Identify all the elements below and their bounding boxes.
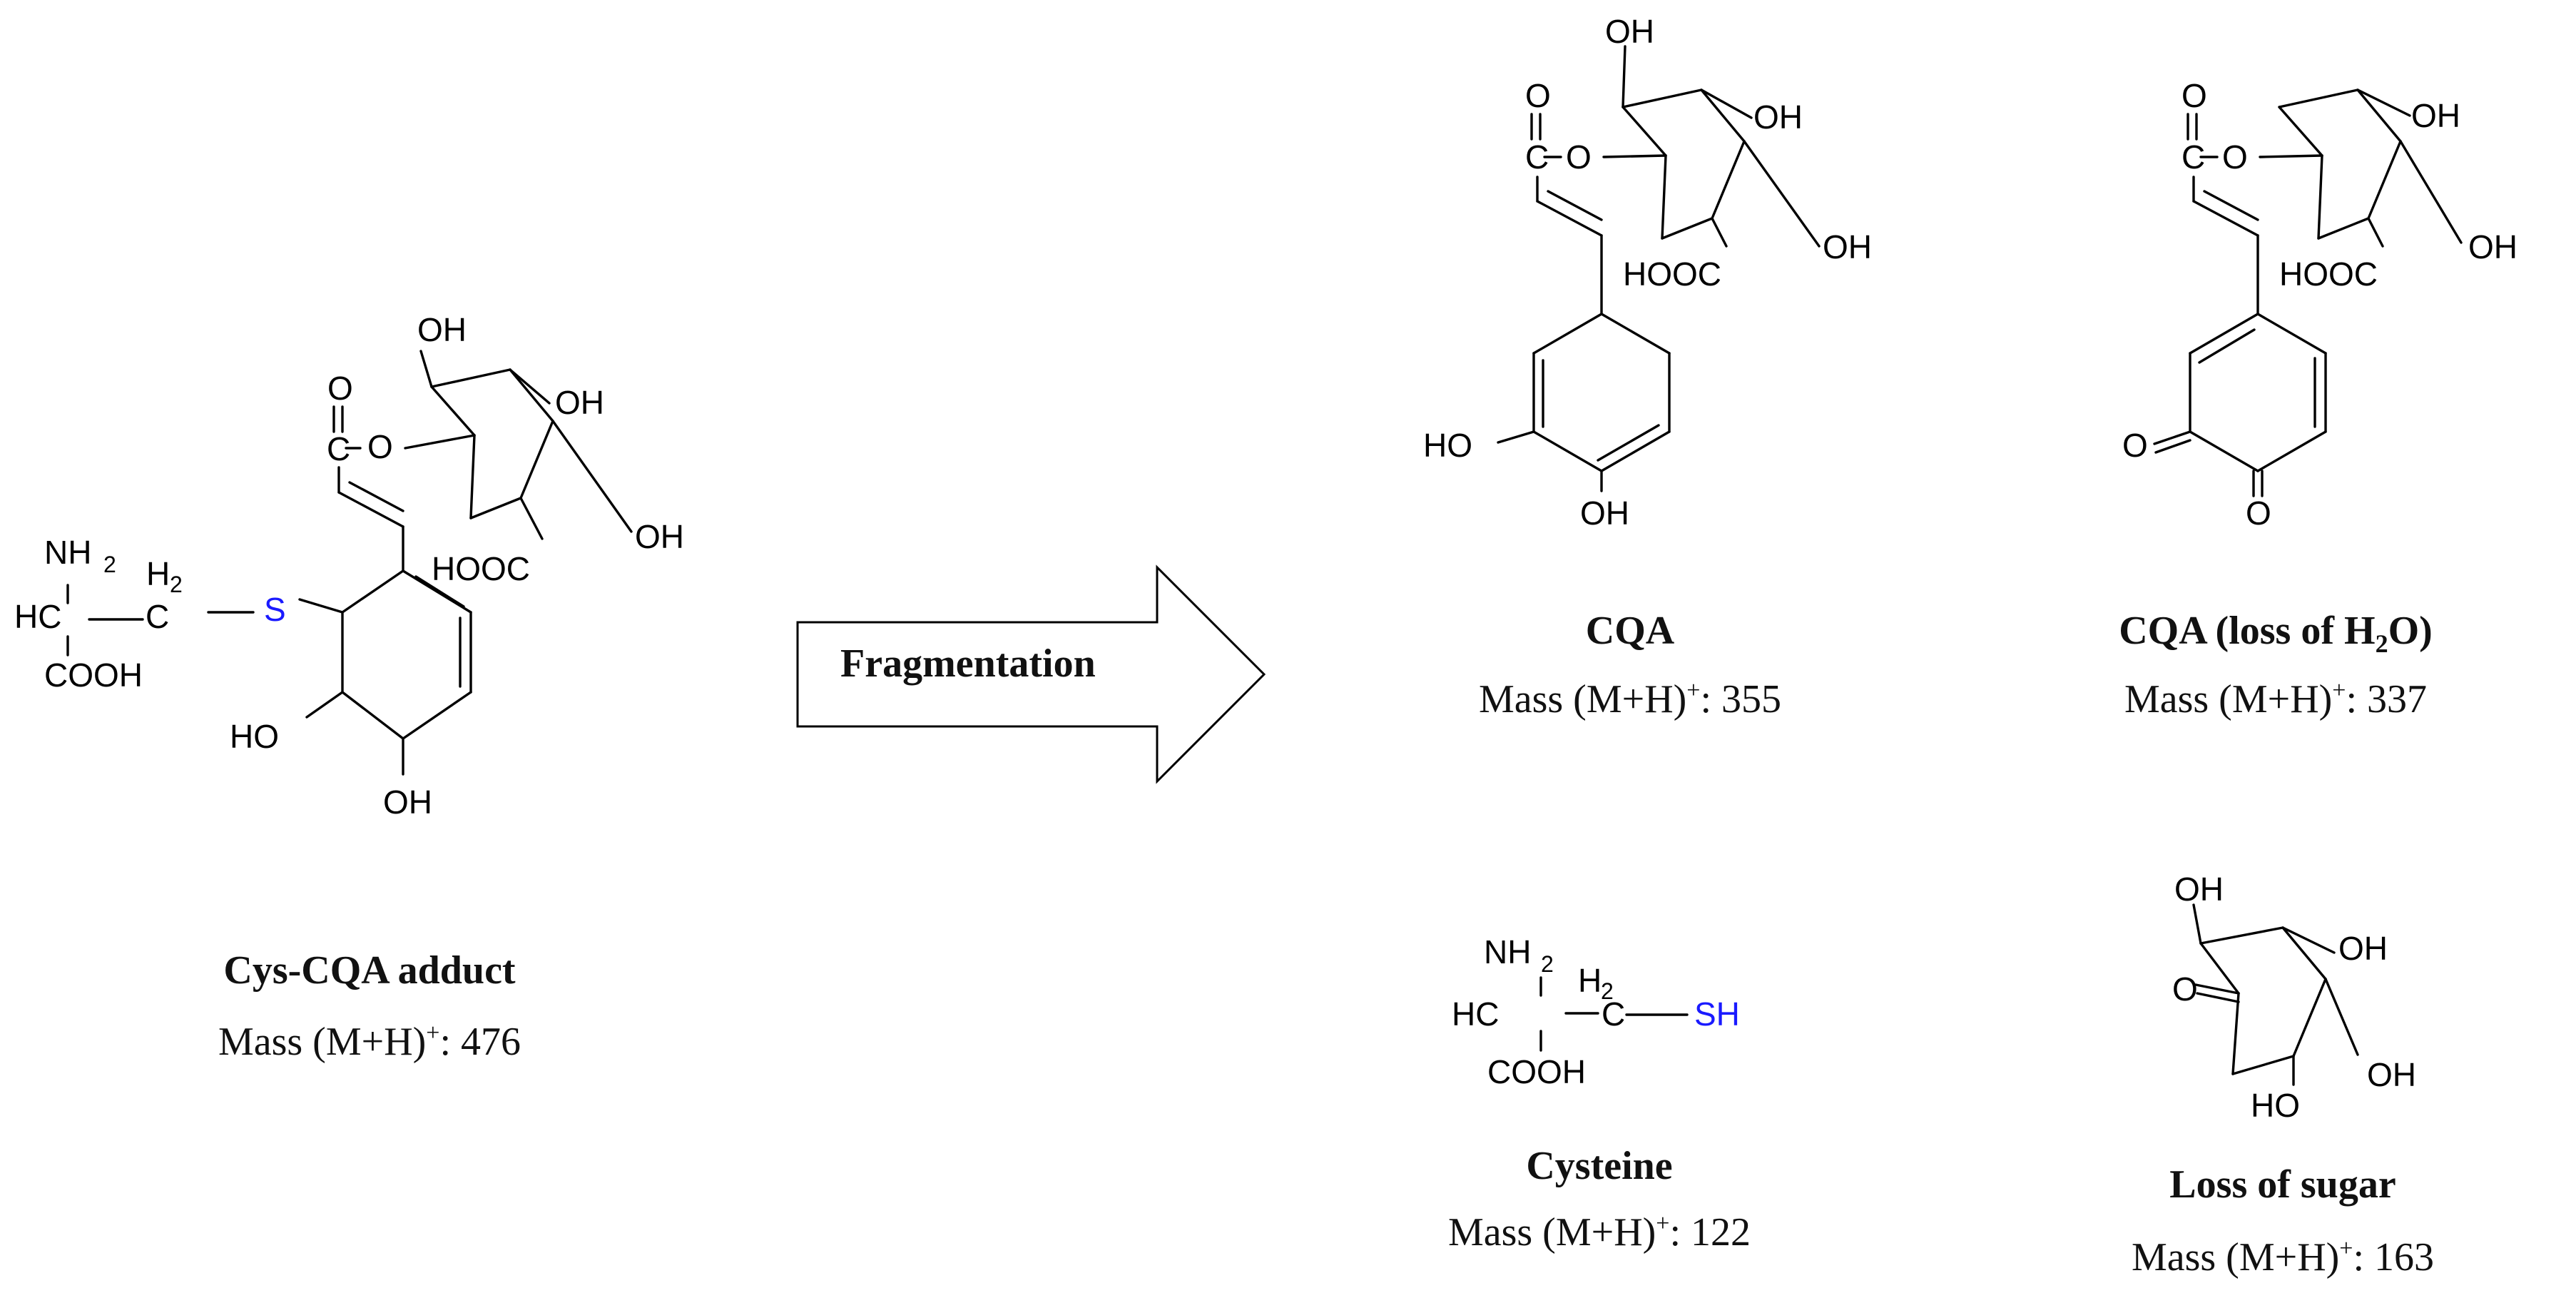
label-oh: OH xyxy=(555,384,604,421)
compound-mass: Mass (M+H)+: 337 xyxy=(2124,677,2427,721)
caption-cysteine: Cysteine Mass (M+H)+: 122 xyxy=(1448,1144,1751,1254)
label-oh: OH xyxy=(1823,228,1872,265)
label-sh: SH xyxy=(1694,995,1740,1033)
caption-cys-cqa-adduct: Cys-CQA adduct Mass (M+H)+: 476 xyxy=(218,948,521,1064)
label-oh: OH xyxy=(2411,97,2460,134)
compound-name: CQA (loss of H2O) xyxy=(2119,609,2433,658)
structure-cqa: OH OH HOOC OH O O C HO OH xyxy=(1423,13,1872,532)
label-oh: OH xyxy=(417,311,467,348)
caption-loss-of-sugar: Loss of sugar Mass (M+H)+: 163 xyxy=(2132,1162,2434,1279)
structure-cysteine: NH 2 H 2 HC C SH COOH xyxy=(1452,933,1740,1090)
fragmentation-arrow: Fragmentation xyxy=(796,564,1266,784)
label-oh: OH xyxy=(2338,930,2388,967)
label-cooh: COOH xyxy=(44,656,143,694)
label-h: H xyxy=(1578,962,1602,999)
label-oh: OH xyxy=(635,518,684,555)
label-oh: OH xyxy=(1605,13,1654,50)
label-hooc: HOOC xyxy=(432,550,530,587)
compound-name: Cysteine xyxy=(1526,1144,1672,1188)
label-ho: HO xyxy=(2251,1087,2300,1124)
label-c: C xyxy=(1525,138,1549,176)
label-oh: OH xyxy=(1580,495,1629,532)
label-c: C xyxy=(2182,138,2205,176)
label-c: C xyxy=(146,598,169,635)
label-cooh: COOH xyxy=(1487,1053,1586,1090)
label-o: O xyxy=(367,428,393,465)
label-ho: HO xyxy=(230,718,279,755)
label-hc: HC xyxy=(14,598,61,635)
label-o: O xyxy=(2172,970,2198,1008)
label-hooc: HOOC xyxy=(1623,255,1721,293)
label-sub-2: 2 xyxy=(103,552,116,577)
arrow-label: Fragmentation xyxy=(840,642,1096,686)
label-hc: HC xyxy=(1452,995,1499,1033)
label-nh: NH xyxy=(1484,933,1531,970)
compound-name: Loss of sugar xyxy=(2169,1162,2396,1207)
caption-cqa-loss-of-water: CQA (loss of H2O) Mass (M+H)+: 337 xyxy=(2119,609,2433,721)
compound-name: CQA xyxy=(1586,609,1675,653)
compound-mass: Mass (M+H)+: 122 xyxy=(1448,1210,1751,1254)
label-hooc: HOOC xyxy=(2279,255,2378,293)
label-c: C xyxy=(1602,995,1625,1033)
compound-mass: Mass (M+H)+: 163 xyxy=(2132,1235,2434,1279)
label-o: O xyxy=(2122,427,2148,464)
label-oh: OH xyxy=(2174,871,2224,908)
structure-cqa-loss-of-water: OH HOOC OH O O C O O xyxy=(2122,77,2518,532)
label-sub-2: 2 xyxy=(1601,978,1614,1004)
arrow-shape xyxy=(796,564,1266,784)
label-c: C xyxy=(327,430,350,467)
compound-mass: Mass (M+H)+: 355 xyxy=(1479,677,1781,721)
structure-cys-cqa-adduct: OH OH HOOC OH O O C S HO OH NH 2 H 2 C H… xyxy=(14,311,684,821)
compound-mass: Mass (M+H)+: 476 xyxy=(218,1020,521,1064)
structure-loss-of-sugar: OH OH O HO OH xyxy=(2172,871,2416,1124)
label-o: O xyxy=(327,370,353,407)
label-ho: HO xyxy=(1423,427,1472,464)
label-sub-2: 2 xyxy=(170,572,183,597)
label-h: H xyxy=(146,555,170,592)
label-o: O xyxy=(2222,138,2248,176)
label-nh: NH xyxy=(44,534,91,571)
label-oh: OH xyxy=(1753,98,1803,136)
label-sub-2: 2 xyxy=(1541,951,1554,977)
label-oh: OH xyxy=(383,784,432,821)
label-o: O xyxy=(1525,77,1551,114)
label-oh: OH xyxy=(2367,1056,2416,1093)
label-o: O xyxy=(2182,77,2207,114)
label-oh: OH xyxy=(2468,228,2518,265)
compound-name: Cys-CQA adduct xyxy=(223,948,516,993)
caption-cqa: CQA Mass (M+H)+: 355 xyxy=(1479,609,1781,721)
label-s: S xyxy=(264,591,286,628)
label-o: O xyxy=(2246,495,2271,532)
label-o: O xyxy=(1566,138,1592,176)
